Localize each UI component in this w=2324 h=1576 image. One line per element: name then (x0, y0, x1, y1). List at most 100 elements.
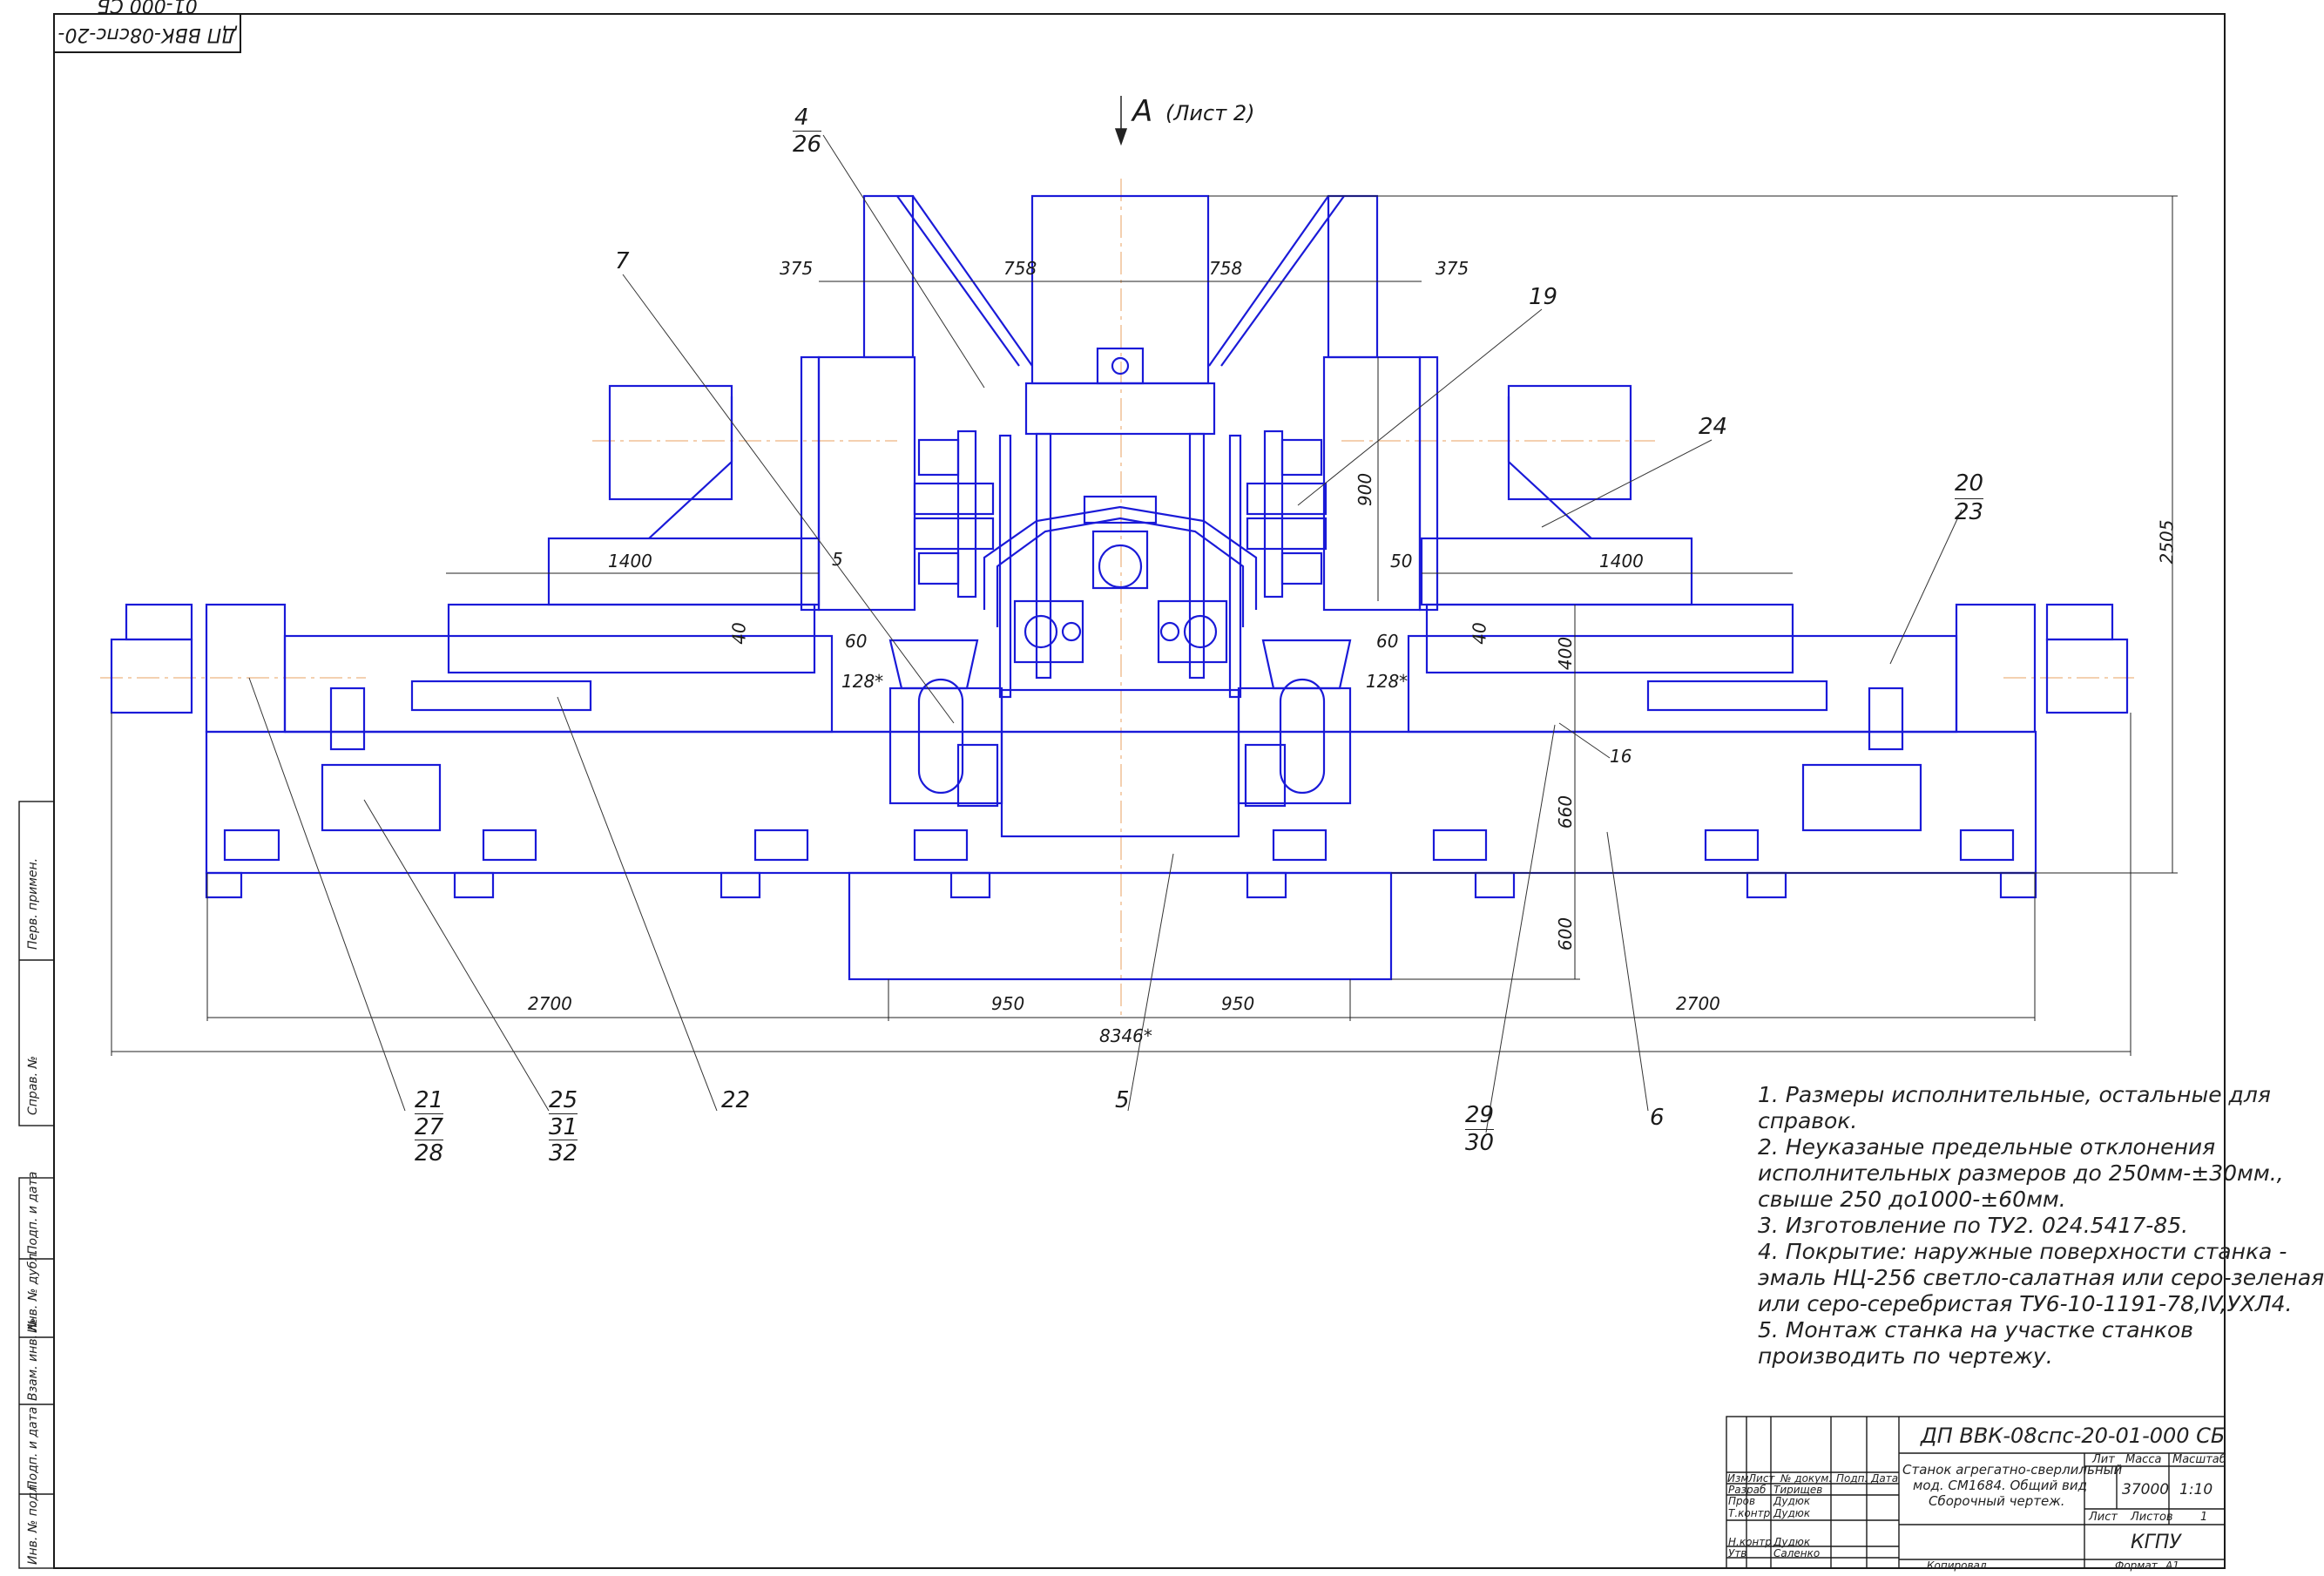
callout-5: 5 (1115, 1087, 1130, 1113)
callout-27: 27 (415, 1113, 444, 1140)
note-line-8: эмаль НЦ-256 светло-салатная или серо-зе… (1758, 1265, 2324, 1290)
callout-22: 22 (721, 1087, 751, 1113)
lbl-sheets: Листов (2131, 1511, 2173, 1524)
callout-25: 25 (549, 1087, 578, 1113)
dim-758-left: 758 (1003, 258, 1037, 279)
dim-60-right: 60 (1376, 631, 1399, 652)
lbl-format: Формат (2115, 1559, 2158, 1572)
dim-2505: 2505 (2156, 519, 2178, 565)
title-block-frame (1726, 1416, 2226, 1569)
dim-900: 900 (1355, 472, 1376, 507)
callout-29: 29 (1465, 1102, 1495, 1128)
callout-30: 30 (1465, 1129, 1495, 1156)
dim-758-right: 758 (1209, 258, 1243, 279)
note-line-4: исполнительных размеров до 250мм-±30мм., (1758, 1160, 2284, 1186)
dim-2700-left: 2700 (528, 993, 572, 1014)
org-name: КГПУ (2131, 1532, 2181, 1553)
dim-375-right: 375 (1436, 258, 1469, 279)
format-value: А1 (2165, 1559, 2179, 1572)
dim-600: 600 (1555, 917, 1577, 951)
dim-375-left: 375 (780, 258, 814, 279)
dim-40-right: 40 (1469, 622, 1490, 645)
callout-6: 6 (1650, 1105, 1665, 1131)
dim-950-left: 950 (991, 993, 1025, 1014)
sheets-value: 1 (2200, 1511, 2208, 1524)
lbl-sheet: Лист (2089, 1511, 2118, 1524)
note-line-2: справок. (1758, 1108, 1858, 1133)
role-nkontr: Н.контр (1728, 1536, 1772, 1548)
note-line-5: свыше 250 до1000-±60мм. (1758, 1187, 2066, 1212)
title-name-2: мод. СМ1684. Общий вид (1913, 1478, 2087, 1493)
dim-660: 660 (1555, 795, 1577, 829)
callout-31: 31 (549, 1113, 578, 1140)
note-line-9: или серо-серебристая ТУ6-10-1191-78,IV,У… (1758, 1291, 2293, 1316)
title-name-3: Сборочный чертеж. (1929, 1493, 2065, 1509)
callout-32: 32 (549, 1140, 578, 1167)
note-line-11: производить по чертежу. (1758, 1343, 2053, 1369)
dim-60-left: 60 (845, 631, 868, 652)
dim-2700-right: 2700 (1676, 993, 1720, 1014)
dim-1400-right: 1400 (1599, 551, 1644, 572)
hdr-izm: Изм (1727, 1472, 1749, 1485)
callout-23: 23 (1955, 498, 1984, 525)
note-line-1: 1. Размеры исполнительные, остальные для (1758, 1082, 2271, 1107)
hdr-list: Лист (1748, 1472, 1775, 1485)
hdr-podp: Подп. (1836, 1472, 1868, 1485)
view-letter: A (1132, 94, 1153, 129)
dim-5: 5 (832, 549, 843, 570)
center-lines (100, 179, 2134, 1019)
callout-26: 26 (793, 131, 822, 158)
dim-50: 50 (1390, 551, 1413, 572)
note-line-10: 5. Монтаж станка на участке станков (1758, 1317, 2194, 1343)
person-prov: Дудюк (1773, 1495, 1811, 1507)
role-utv: Утв (1728, 1547, 1747, 1559)
dim-16: 16 (1610, 746, 1632, 767)
machine-assembly-drawing (18, 13, 2226, 1569)
callout-19: 19 (1529, 284, 1558, 310)
lbl-mass: Масса (2125, 1453, 2162, 1466)
leader-lines (248, 134, 1963, 1133)
side-sprav-no: Справ. № (26, 1055, 40, 1115)
scale-value: 1:10 (2179, 1481, 2213, 1498)
side-inv-podl: Инв. № подл. (26, 1480, 40, 1565)
title-name-1: Станок агрегатно-сверлильный (1902, 1462, 2123, 1478)
person-razrab: Тирищев (1773, 1484, 1823, 1496)
dim-8346: 8346* (1099, 1025, 1152, 1046)
person-tkontr: Дудюк (1773, 1507, 1811, 1519)
hdr-data: Дата (1871, 1472, 1899, 1485)
dim-128-right: 128* (1366, 671, 1409, 692)
note-line-7: 4. Покрытие: наружные поверхности станка… (1758, 1239, 2287, 1264)
side-vzam-inv: Взам. инв. № (26, 1317, 40, 1401)
callout-24: 24 (1699, 414, 1728, 440)
person-utv: Саленко (1773, 1547, 1821, 1559)
side-podp-data-2: Подп. и дата (26, 1406, 40, 1490)
callout-7: 7 (615, 248, 630, 274)
view-note: (Лист 2) (1165, 101, 1255, 125)
person-nkontr: Дудюк (1773, 1536, 1811, 1548)
lbl-copied: Копировал (1927, 1559, 1987, 1572)
drawing-sheet: ДП ВВК-08спс-20-01-000 СБ A (Лист 2) 375… (18, 0, 2324, 1572)
side-margin-frame (18, 801, 55, 1569)
stamp-designation: ДП ВВК-08спс-20-01-000 СБ (57, 0, 237, 45)
dim-1400-left: 1400 (608, 551, 652, 572)
machine-outline (110, 194, 2129, 981)
callout-28: 28 (415, 1140, 444, 1167)
dim-40-left: 40 (728, 622, 750, 645)
role-prov: Пров (1728, 1495, 1756, 1507)
lbl-scale: Масштаб (2172, 1453, 2226, 1466)
side-perv-primen: Перв. примен. (26, 857, 40, 950)
lbl-lit: Лит (2092, 1453, 2115, 1466)
callout-4: 4 (794, 105, 809, 131)
note-line-3: 2. Неуказаные предельные отклонения (1758, 1134, 2216, 1160)
sheet-frame (53, 13, 2226, 1569)
dim-400: 400 (1555, 636, 1577, 671)
role-razrab: Разраб (1728, 1484, 1767, 1496)
view-arrow (1114, 96, 1128, 146)
mass-value: 37000 (2122, 1481, 2170, 1498)
side-podp-data-1: Подп. и дата (26, 1171, 40, 1255)
dim-950-right: 950 (1221, 993, 1255, 1014)
dim-128-left: 128* (841, 671, 884, 692)
hdr-doc: № докум. (1780, 1472, 1833, 1485)
callout-20: 20 (1955, 470, 1984, 497)
title-designation: ДП ВВК-08спс-20-01-000 СБ (1921, 1424, 2226, 1448)
